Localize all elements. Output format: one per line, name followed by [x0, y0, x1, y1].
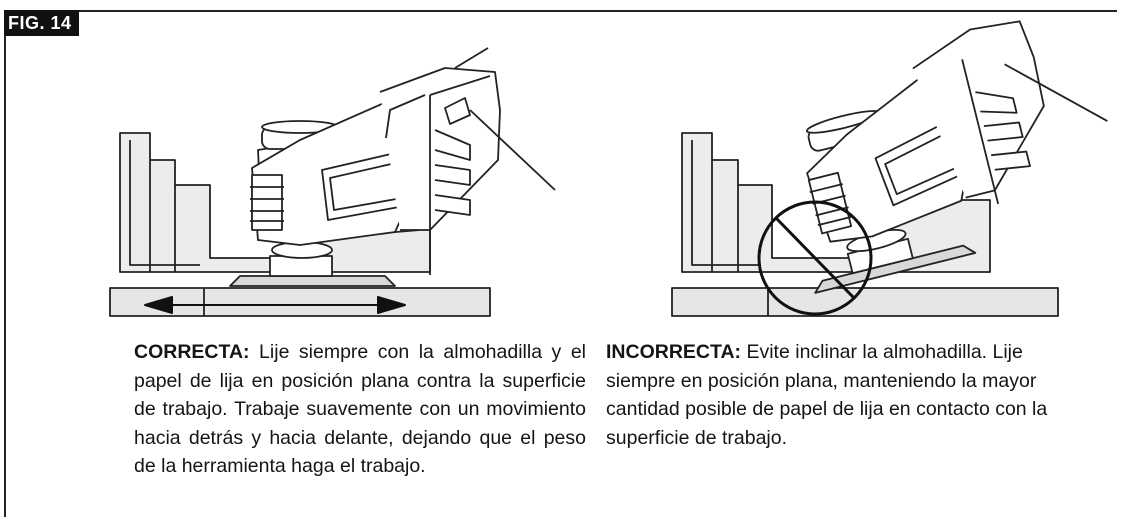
prohibited-icon	[757, 200, 873, 316]
incorrect-caption: INCORRECTA: Evite inclinar la almohadill…	[606, 338, 1086, 452]
back-and-forth-arrow-icon	[144, 296, 406, 314]
correct-sanding-illustration	[109, 47, 556, 317]
figure-frame-left	[4, 10, 6, 517]
incorrect-caption-heading: INCORRECTA:	[606, 341, 742, 363]
figure-label: FIG. 14	[4, 10, 79, 36]
figure-frame-top	[4, 10, 1117, 12]
correct-caption-heading: CORRECTA:	[134, 341, 250, 363]
correct-caption-text: Lije siempre con la almohadilla y el pap…	[134, 341, 586, 477]
sander-body	[229, 47, 556, 287]
incorrect-caption-text: Evite inclinar la almohadilla. Lije siem…	[606, 341, 1048, 449]
incorrect-sanding-illustration	[671, 20, 1108, 317]
correct-caption: CORRECTA: Lije siempre con la almohadill…	[134, 338, 586, 481]
